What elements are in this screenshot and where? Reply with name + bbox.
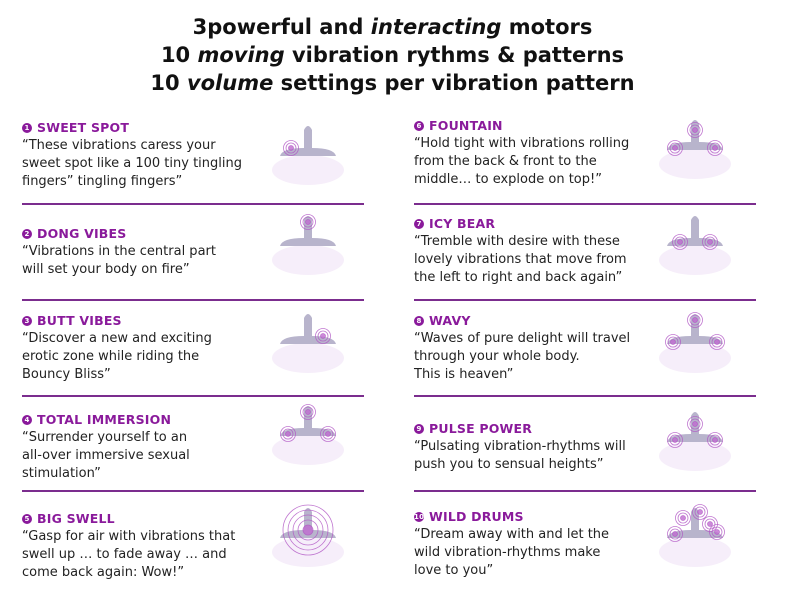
- pattern-item: 1 SWEET SPOT “These vibrations caress you…: [22, 120, 367, 191]
- pattern-item: 6 FOUNTAIN “Hold tight with vibrations ro…: [414, 118, 759, 189]
- pattern-description: “Dream away with and let the wild vibrat…: [414, 527, 610, 578]
- device-diagram-icon: [268, 306, 348, 376]
- pattern-description: “Vibrations in the central part will set…: [22, 244, 216, 277]
- pattern-name: SWEET SPOT: [37, 120, 130, 135]
- pattern-name: ICY BEAR: [429, 216, 496, 231]
- headline-motors: 3powerful and interacting motors: [192, 15, 593, 39]
- section-divider: [414, 395, 756, 397]
- section-divider: [414, 299, 756, 301]
- headline-rhythms: 10 moving vibration rythms & patterns: [160, 43, 625, 67]
- section-divider: [22, 395, 364, 397]
- pattern-title: 6 FOUNTAIN: [414, 118, 759, 133]
- section-divider: [414, 203, 756, 205]
- device-diagram-icon: [268, 398, 348, 468]
- pattern-item: 9 PULSE POWER “Pulsating vibration-rhythm…: [414, 421, 759, 474]
- pattern-description: “Surrender yourself to an all-over immer…: [22, 430, 190, 481]
- pattern-name: BUTT VIBES: [37, 313, 122, 328]
- pattern-description: “These vibrations caress your sweet spot…: [22, 138, 242, 189]
- device-diagram-icon: [655, 500, 735, 570]
- pattern-number-badge: 8: [414, 315, 424, 326]
- pattern-name: PULSE POWER: [429, 421, 533, 436]
- headline-volume: 10 volume settings per vibration pattern: [150, 71, 635, 95]
- device-diagram-icon: [268, 208, 348, 278]
- pattern-name: TOTAL IMMERSION: [37, 412, 172, 427]
- pattern-title: 7 ICY BEAR: [414, 216, 759, 231]
- pattern-number-badge: 4: [22, 414, 32, 425]
- pattern-title: 5 BIG SWELL: [22, 511, 367, 526]
- pattern-number-badge: 1: [22, 122, 32, 133]
- pattern-description: “Gasp for air with vibrations that swell…: [22, 529, 236, 580]
- pattern-number-badge: 5: [22, 513, 32, 524]
- section-divider: [22, 203, 364, 205]
- pattern-number-badge: 6: [414, 120, 424, 131]
- pattern-number-badge: 7: [414, 218, 424, 229]
- pattern-item: 4 TOTAL IMMERSION “Surrender yourself to …: [22, 412, 367, 483]
- pattern-item: 5 BIG SWELL “Gasp for air with vibrations…: [22, 511, 367, 582]
- pattern-name: WILD DRUMS: [429, 509, 524, 524]
- pattern-description: “Waves of pure delight will travel throu…: [414, 331, 631, 382]
- pattern-number-badge: 3: [22, 315, 32, 326]
- pattern-description: “Tremble with desire with these lovely v…: [414, 234, 627, 285]
- section-divider: [22, 299, 364, 301]
- pattern-item: 3 BUTT VIBES “Discover a new and exciting…: [22, 313, 367, 384]
- device-diagram-icon: [268, 500, 348, 570]
- device-diagram-icon: [655, 306, 735, 376]
- pattern-title: 4 TOTAL IMMERSION: [22, 412, 367, 427]
- device-diagram-icon: [655, 208, 735, 278]
- pattern-number-badge: 2: [22, 228, 32, 239]
- pattern-title: 2 DONG VIBES: [22, 226, 367, 241]
- pattern-item: 10 WILD DRUMS “Dream away with and let th…: [414, 509, 759, 580]
- pattern-title: 9 PULSE POWER: [414, 421, 759, 436]
- pattern-name: BIG SWELL: [37, 511, 115, 526]
- pattern-number-badge: 10: [414, 511, 425, 522]
- section-divider: [22, 490, 364, 492]
- device-diagram-icon: [655, 112, 735, 182]
- pattern-title: 1 SWEET SPOT: [22, 120, 367, 135]
- pattern-title: 3 BUTT VIBES: [22, 313, 367, 328]
- pattern-name: FOUNTAIN: [429, 118, 503, 133]
- pattern-item: 8 WAVY “Waves of pure delight will travel…: [414, 313, 759, 384]
- pattern-item: 2 DONG VIBES “Vibrations in the central p…: [22, 226, 367, 279]
- pattern-title: 8 WAVY: [414, 313, 759, 328]
- pattern-title: 10 WILD DRUMS: [414, 509, 759, 524]
- section-divider: [414, 490, 756, 492]
- pattern-name: DONG VIBES: [37, 226, 127, 241]
- pattern-description: “Discover a new and exciting erotic zone…: [22, 331, 212, 382]
- pattern-description: “Hold tight with vibrations rolling from…: [414, 136, 630, 187]
- pattern-name: WAVY: [429, 313, 471, 328]
- device-diagram-icon: [268, 118, 348, 188]
- pattern-number-badge: 9: [414, 423, 424, 434]
- device-diagram-icon: [655, 404, 735, 474]
- pattern-description: “Pulsating vibration-rhythms will push y…: [414, 439, 626, 472]
- pattern-item: 7 ICY BEAR “Tremble with desire with thes…: [414, 216, 759, 287]
